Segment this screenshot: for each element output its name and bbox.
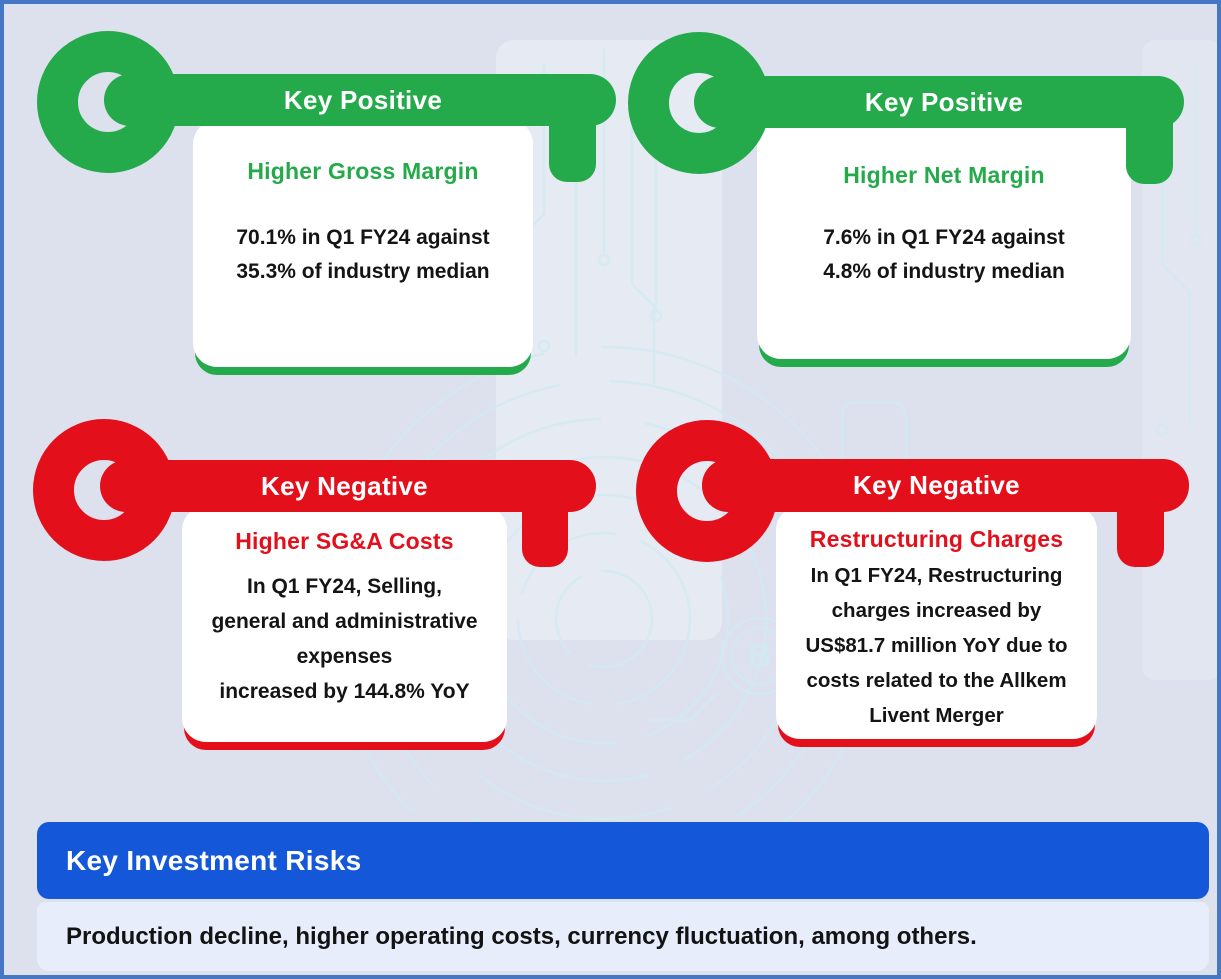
key-bar-icon [104,74,616,126]
card-title: Higher SG&A Costs [235,528,454,554]
key-banner-label: Key Negative [853,470,1020,500]
card-higher-sga-costs: Higher SG&A Costs In Q1 FY24, Selling, g… [182,506,507,742]
key-tooth-icon [1126,116,1173,184]
key-tooth-icon [549,114,596,182]
card-body: 70.1% in Q1 FY24 against 35.3% of indust… [236,226,490,283]
key-tooth-icon [1117,499,1164,567]
card-body: In Q1 FY24, Selling, general and adminis… [211,575,478,703]
card-title: Restructuring Charges [809,526,1064,552]
card-higher-gross-margin: Higher Gross Margin 70.1% in Q1 FY24 aga… [193,120,533,367]
card-higher-net-margin: Higher Net Margin 7.6% in Q1 FY24 agains… [757,120,1131,359]
card-title: Higher Gross Margin [247,158,479,184]
watermark-letter: B [748,638,771,674]
card-title: Higher Net Margin [843,162,1045,188]
card-body: In Q1 FY24, Restructuring charges increa… [805,564,1068,727]
key-bar-icon [100,460,596,512]
risks-title: Key Investment Risks [66,844,362,876]
card-body: 7.6% in Q1 FY24 against 4.8% of industry… [823,226,1065,283]
risks-text: Production decline, higher operating cos… [66,922,977,950]
key-bar-icon [694,76,1184,128]
risks-header-banner: Key Investment Risks [37,822,1209,899]
key-banner-label: Key Negative [261,470,428,501]
key-tooth-icon [522,499,568,567]
key-banner-label: Key Positive [283,84,443,115]
key-bar-icon [702,459,1189,512]
risks-body-strip: Production decline, higher operating cos… [37,902,1209,971]
card-restructuring-charges: Restructuring Charges In Q1 FY24, Restru… [776,506,1097,739]
key-banner-label: Key Positive [864,86,1024,117]
